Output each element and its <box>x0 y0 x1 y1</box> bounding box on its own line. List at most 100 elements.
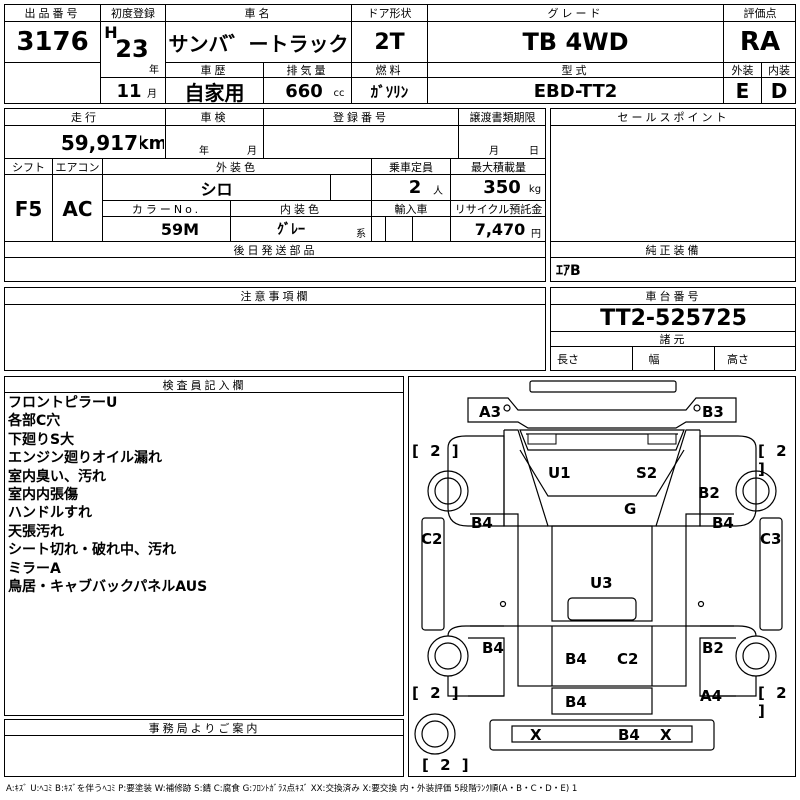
capacity-label: 乗車定員 <box>389 160 433 174</box>
truck-diagram <box>414 380 783 755</box>
inspector-note: ミラーA <box>8 560 61 577</box>
damage-mark: C2 <box>421 530 443 548</box>
model-value: EBD-TT2 <box>533 80 618 102</box>
ext-color-value: シロ <box>200 179 233 199</box>
notes-box <box>4 287 546 371</box>
inspection-year: 年 <box>199 145 209 157</box>
recycle-value: 7,470 <box>474 219 526 239</box>
sales-point-label: セールスポイント <box>617 111 730 124</box>
damage-mark: B2 <box>698 484 720 502</box>
inspector-note: 各部C穴 <box>8 413 61 430</box>
inspector-note: 鳥居・キャブバックパネルAUS <box>8 579 208 595</box>
fuel-value: ｶﾞｿﾘﾝ <box>370 82 409 101</box>
reg-no-label: 登録番号 <box>333 111 389 124</box>
damage-mark: B4 <box>618 726 640 744</box>
load-value: 350 <box>483 177 521 198</box>
shift-label: シフト <box>12 160 45 174</box>
int-color-unit: 系 <box>356 228 366 240</box>
first-reg-month: 11 <box>116 80 142 102</box>
color-no-label: カラーNo. <box>131 202 202 216</box>
damage-mark: A4 <box>700 687 723 705</box>
history-value: 自家用 <box>184 80 245 105</box>
car-name-label: 車名 <box>244 7 273 20</box>
ac-label: エアコン <box>55 160 100 174</box>
displacement-unit: cc <box>333 87 345 99</box>
transfer-day: 日 <box>529 145 539 157</box>
lot-label: 出品番号 <box>24 7 81 20</box>
inspector-label: 検査員記入欄 <box>162 378 247 392</box>
inspector-note: 室内臭い、汚れ <box>8 468 106 485</box>
height-label: 高さ <box>727 353 749 366</box>
score-value: RA <box>739 27 781 57</box>
int-color-value: ｸﾞﾚｰ <box>277 222 305 238</box>
sales-point-box <box>550 108 796 282</box>
shift-value: F5 <box>14 196 43 221</box>
damage-mark: B4 <box>565 693 587 711</box>
first-reg-label: 初度登録 <box>111 7 155 20</box>
width-label: 幅 <box>648 353 660 366</box>
later-parts-label: 後日発送部品 <box>233 243 318 257</box>
fuel-label: 燃料 <box>375 64 404 77</box>
legend: A:ｷｽﾞ U:ﾍｺﾐ B:ｷｽﾞを伴うﾍｺﾐ P:要塗装 W:補修跡 S:錆 … <box>6 784 578 794</box>
ext-score: E <box>735 79 750 103</box>
displacement-label: 排気量 <box>286 64 329 77</box>
transfer-label: 譲渡書類期限 <box>469 111 536 124</box>
inspection-label: 車検 <box>200 111 229 124</box>
office-label: 事務局よりご案内 <box>148 721 261 735</box>
damage-mark: C2 <box>617 650 639 668</box>
model-label: 型式 <box>561 64 590 77</box>
damage-mark: S2 <box>636 464 658 482</box>
chassis-box <box>550 287 796 371</box>
score-label: 評価点 <box>743 7 777 20</box>
displacement-value: 660 <box>285 80 323 102</box>
inspector-note: フロントピラーU <box>8 395 118 411</box>
chassis-value: TT2-525725 <box>600 305 747 331</box>
int-color-label: 内装色 <box>280 202 322 216</box>
panel-rank: [ 2 ] <box>412 684 462 702</box>
grade-label: グレード <box>547 7 604 20</box>
damage-mark: B4 <box>471 514 493 532</box>
genuine-value: ｴｱB <box>556 263 581 279</box>
header-grid <box>4 4 796 104</box>
inspection-month: 月 <box>247 145 257 157</box>
damage-mark: B4 <box>712 514 734 532</box>
mileage-value: 59,917 <box>60 131 138 155</box>
damage-mark: A3 <box>479 403 502 421</box>
year-unit: 年 <box>149 64 159 76</box>
transfer-month: 月 <box>489 145 499 157</box>
damage-mark: U3 <box>590 574 613 592</box>
panel-rank: [ 2 ] <box>412 442 462 460</box>
mileage-unit: km <box>140 132 164 154</box>
damage-mark: C3 <box>760 530 782 548</box>
spec-label: 諸元 <box>659 333 688 346</box>
damage-mark: B4 <box>565 650 587 668</box>
panel-rank: [ 2 ] <box>758 684 790 720</box>
first-reg-year: 23 <box>115 35 149 63</box>
capacity-unit: 人 <box>433 185 443 197</box>
inspector-note: 天張汚れ <box>8 523 64 540</box>
inspector-note: ハンドルすれ <box>8 505 92 522</box>
damage-mark: X <box>660 726 672 744</box>
damage-mark: B2 <box>702 639 724 657</box>
inspector-note: 室内内張傷 <box>8 487 78 503</box>
diagram-box <box>408 376 796 777</box>
month-unit: 月 <box>147 88 157 100</box>
ext-color-label: 外装色 <box>216 160 258 174</box>
damage-mark: B3 <box>702 403 724 421</box>
import-label: 輸入車 <box>394 202 428 216</box>
car-name: サンバ゛ートラック <box>168 31 349 56</box>
int-label: 内装 <box>768 64 790 77</box>
damage-mark: X <box>530 726 542 744</box>
grade-value: TB 4WD <box>522 28 629 56</box>
damage-mark: U1 <box>548 464 571 482</box>
mileage-label: 走行 <box>71 111 99 124</box>
lot-number: 3176 <box>16 27 89 57</box>
panel-rank: [ 2 ] <box>422 756 472 774</box>
damage-mark: G <box>624 500 637 518</box>
chassis-label: 車台番号 <box>645 290 702 303</box>
inspector-note: 下廻りS大 <box>8 431 75 448</box>
inspector-box <box>4 376 404 716</box>
inspector-note: エンジン廻りオイル漏れ <box>8 450 162 467</box>
recycle-label: リサイクル預託金 <box>454 202 543 216</box>
detail-grid <box>4 108 546 282</box>
